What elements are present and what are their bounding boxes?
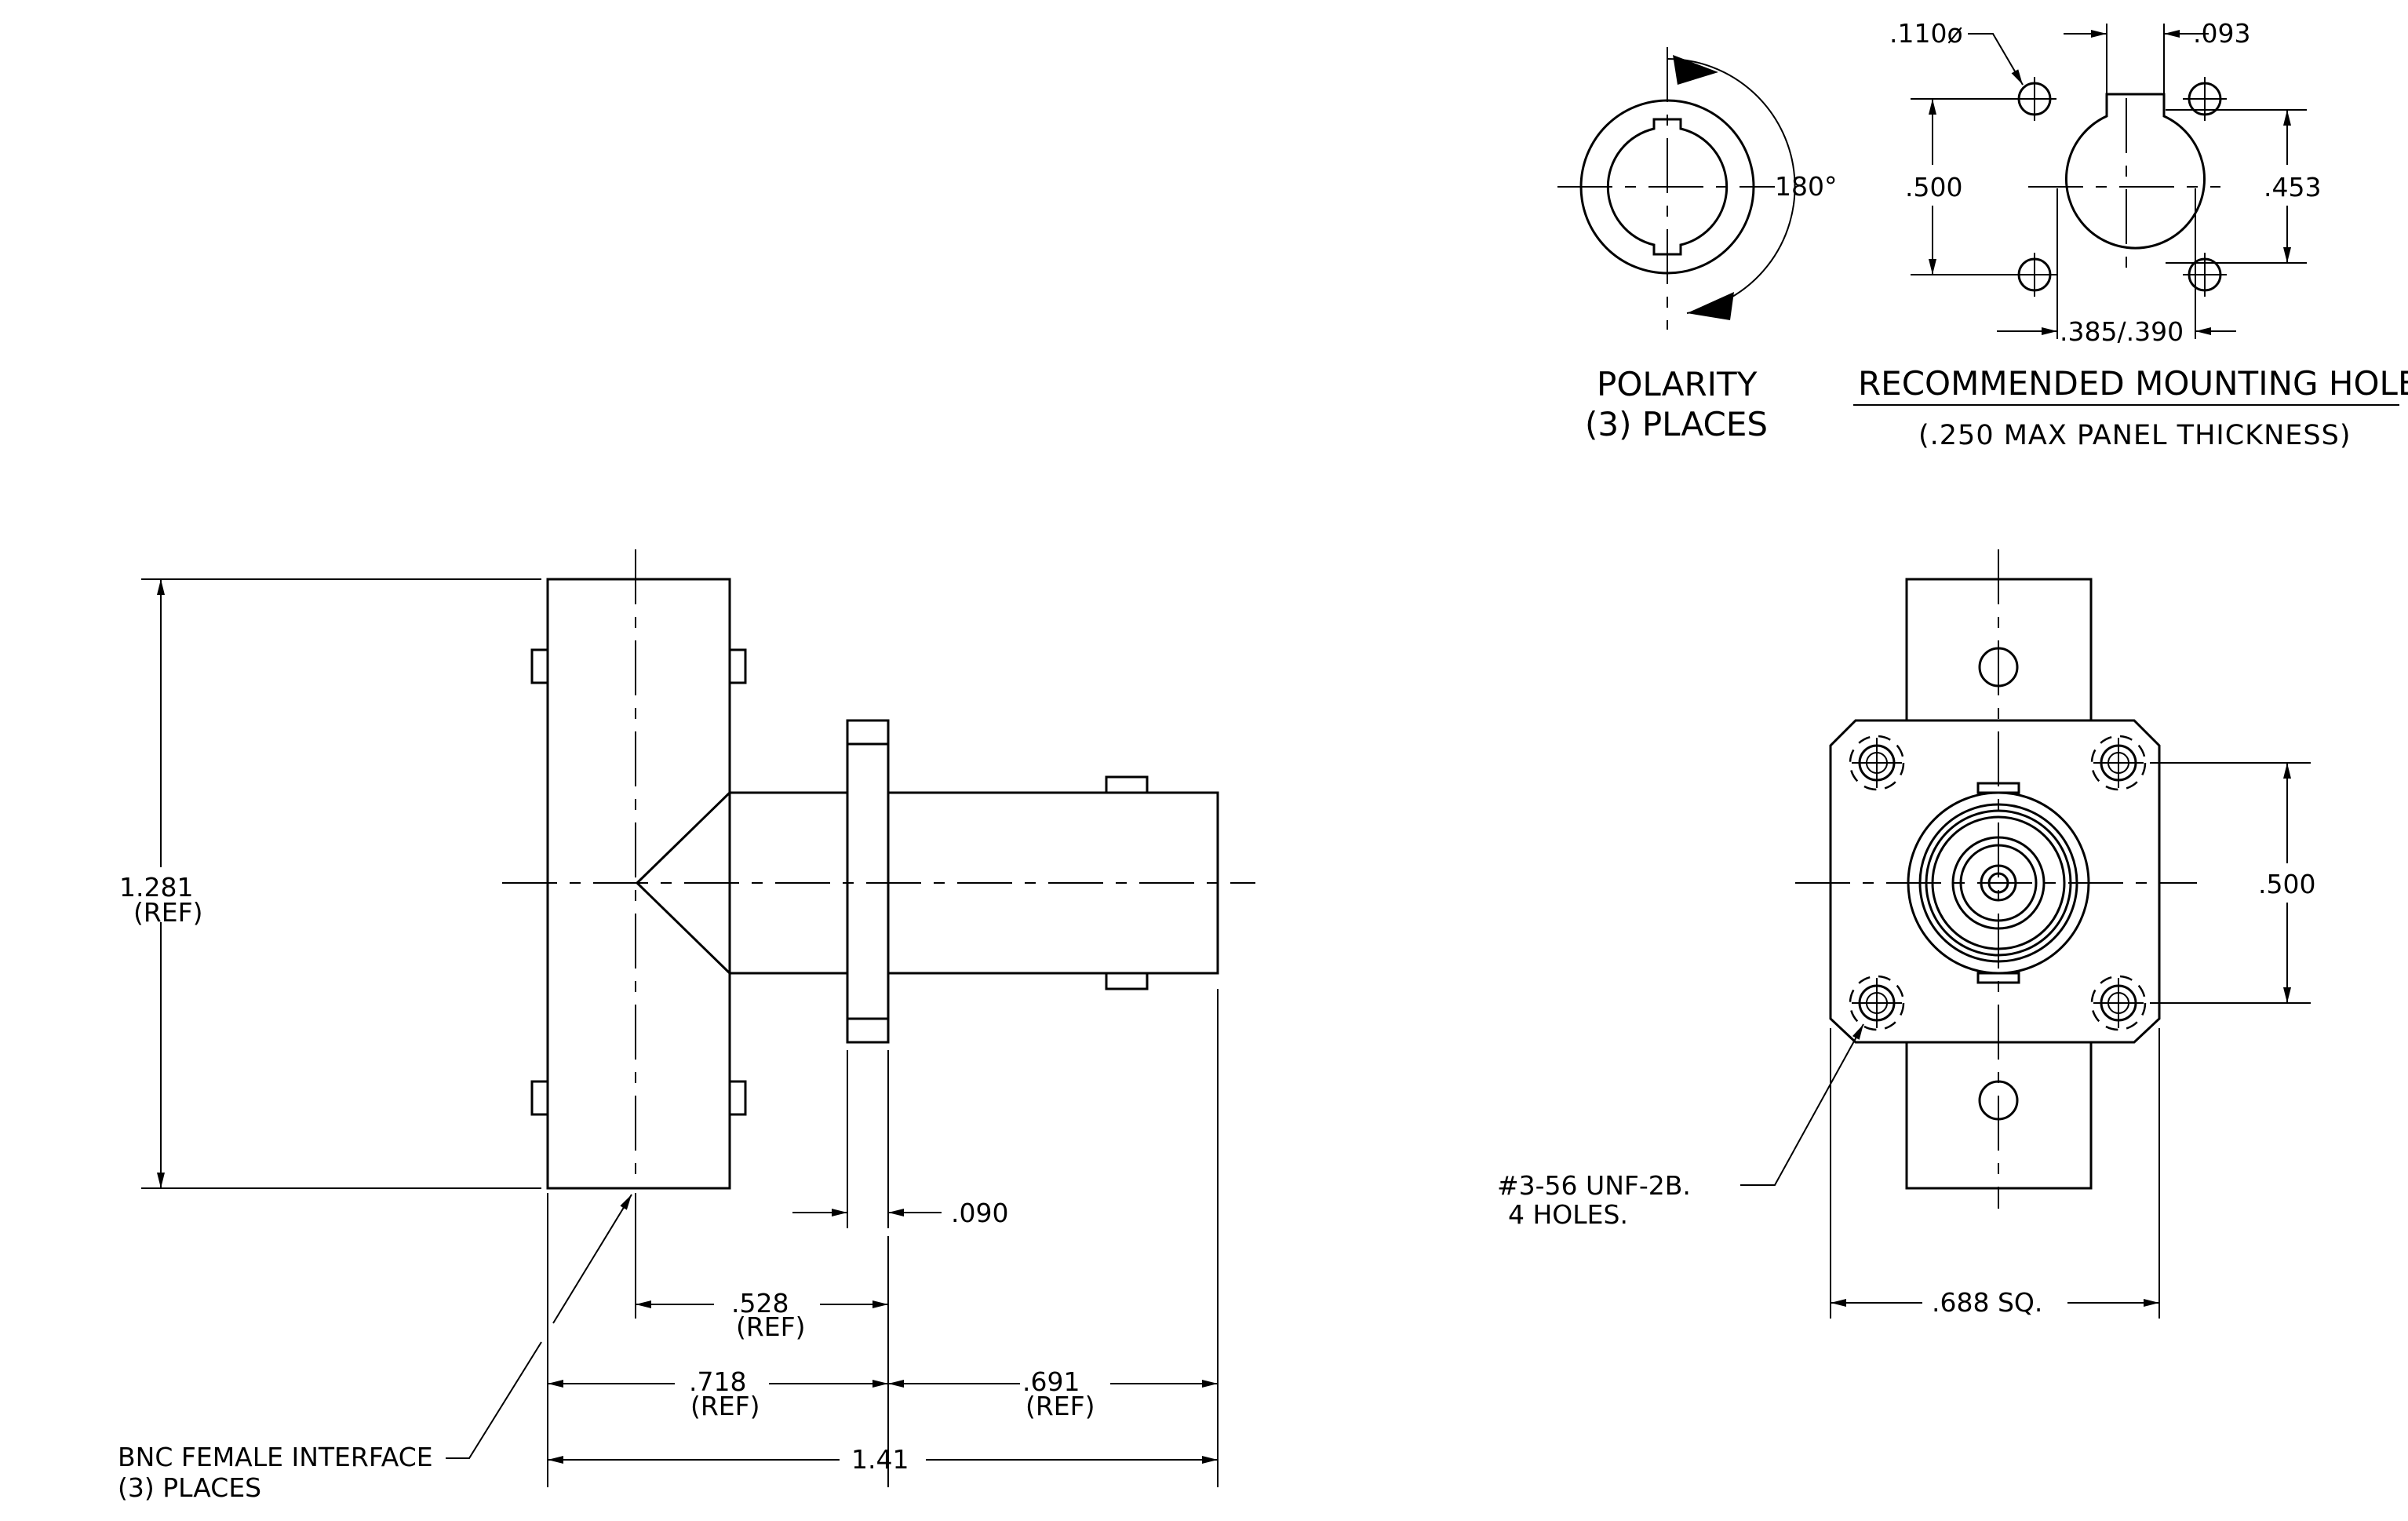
height-label: 1.281	[119, 872, 193, 903]
overall-length-label: 1.41	[851, 1444, 909, 1475]
right-length-label: .691	[1022, 1366, 1080, 1397]
polarity-angle-label: 180°	[1775, 171, 1838, 202]
height-ref: (REF)	[133, 897, 203, 928]
bayonet-pin	[530, 648, 549, 684]
bnc-interface-places: (3) PLACES	[118, 1472, 261, 1503]
bayonet-pin	[728, 1080, 747, 1116]
bayonet-pin	[530, 1080, 549, 1116]
flat-height-label: .453	[2264, 172, 2321, 202]
mount-hole-spacing-label: .500	[1905, 172, 1962, 202]
polarity-rotation-arc	[1667, 58, 1796, 314]
mounting-hole-cutout	[2065, 93, 2206, 250]
panel-flange	[846, 719, 890, 1044]
thread-note: #3-56 UNF-2B.	[1497, 1170, 1691, 1201]
end-hole-spacing-label: .500	[2258, 869, 2315, 899]
key-width-label: .093	[2193, 18, 2250, 49]
hole-dia-label: .110ø	[1889, 18, 1963, 49]
left-length-label: .718	[689, 1366, 746, 1397]
polarity-view: 180° POLARITY (3) PLACES	[1557, 47, 1838, 443]
mounting-hole-subtitle: (.250 MAX PANEL THICKNESS)	[1918, 420, 2351, 451]
left-length-ref: (REF)	[690, 1391, 760, 1421]
polarity-caption-places: (3) PLACES	[1585, 405, 1768, 443]
mounting-hole-view: .500 .453 .093 .110ø .385/.390 RECOMMEND…	[1853, 18, 2408, 451]
square-flange	[1829, 719, 2161, 1044]
bayonet-pin	[1105, 972, 1149, 990]
mounting-hole-title: RECOMMENDED MOUNTING HOLE	[1858, 364, 2408, 403]
bayonet-pin	[1105, 775, 1149, 794]
polarity-keyed-bore	[1606, 118, 1729, 256]
right-length-ref: (REF)	[1025, 1391, 1095, 1421]
square-size-label: .688 SQ.	[1932, 1287, 2042, 1318]
side-view: 1.281 (REF) .090 .528 (REF) .718 (REF) .…	[118, 549, 1255, 1503]
thread-note-count: 4 HOLES.	[1508, 1199, 1628, 1230]
flange-thickness-label: .090	[951, 1198, 1008, 1228]
end-view: .500 .688 SQ. #3-56 UNF-2B. 4 HOLES.	[1497, 549, 2315, 1319]
offset-label: .528	[731, 1288, 789, 1319]
offset-ref: (REF)	[736, 1311, 806, 1342]
polarity-caption: POLARITY	[1597, 365, 1758, 403]
bnc-interface-note: BNC FEMALE INTERFACE	[118, 1442, 433, 1472]
bore-dia-label: .385/.390	[2060, 316, 2184, 347]
bayonet-pin	[728, 648, 747, 684]
